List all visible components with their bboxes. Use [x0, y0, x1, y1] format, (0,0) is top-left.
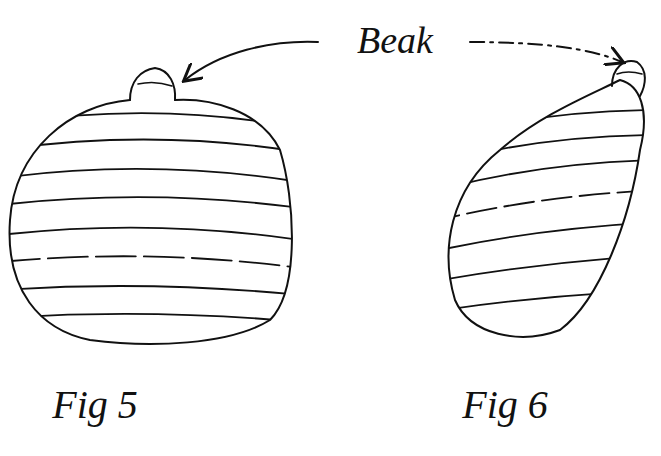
leader-arrow	[185, 42, 318, 80]
shell-right	[430, 61, 661, 337]
callout-label: Beak	[357, 21, 433, 59]
shell-left	[0, 68, 300, 344]
leader-arrow	[470, 42, 622, 62]
figure-label: Fig 5	[52, 385, 138, 425]
figure-label: Fig 6	[462, 385, 548, 425]
